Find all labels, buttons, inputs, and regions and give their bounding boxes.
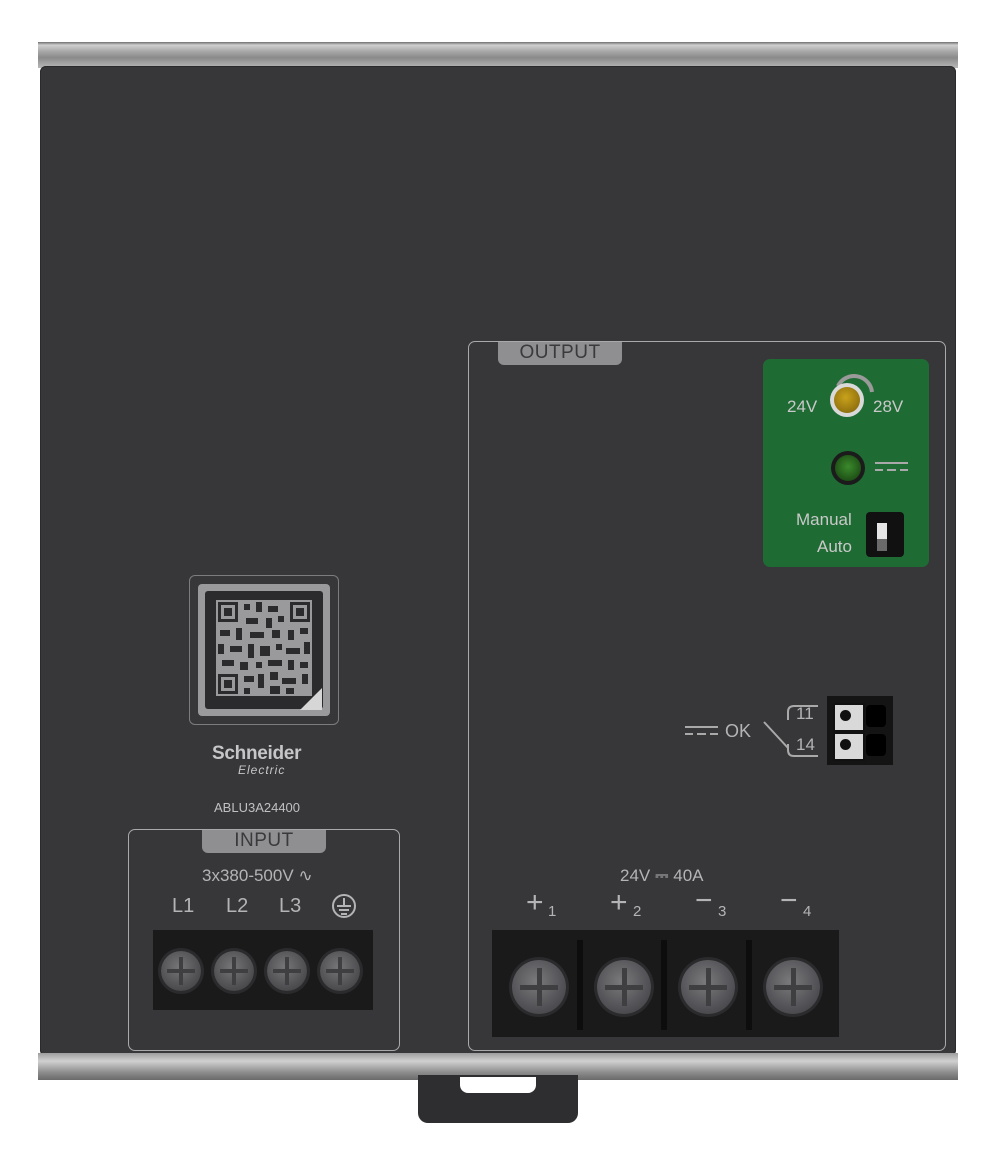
screw-slot-pe-v bbox=[338, 957, 342, 985]
switch-knob bbox=[877, 523, 887, 539]
relay-contact-symbol-icon bbox=[763, 705, 818, 757]
output-terminal-2-sign: + bbox=[610, 886, 628, 919]
out-screw-slot-1-v bbox=[537, 968, 542, 1006]
din-clip-slot bbox=[460, 1077, 536, 1093]
ok-label: OK bbox=[725, 721, 752, 741]
qr-code-frame bbox=[189, 575, 339, 725]
output-terminal-divider-2 bbox=[661, 940, 667, 1030]
relay-screw-14 bbox=[840, 739, 851, 750]
out-screw-slot-4-v bbox=[791, 968, 796, 1006]
adjust-arc-icon bbox=[836, 374, 874, 393]
relay-contact-11-label: 11 bbox=[796, 704, 814, 723]
dc-ok-led bbox=[831, 451, 865, 485]
output-section bbox=[468, 341, 946, 1051]
qr-corner-accent bbox=[300, 688, 322, 710]
output-terminal-1-sign: + bbox=[526, 886, 544, 919]
output-terminal-2-index: 2 bbox=[633, 903, 642, 920]
terminal-l1-label: L1 bbox=[172, 895, 195, 917]
protective-earth-icon bbox=[332, 894, 356, 918]
relay-screw-11 bbox=[840, 710, 851, 721]
voltage-adjust-min-label: 24V bbox=[787, 397, 818, 416]
output-terminal-3-sign: − bbox=[695, 884, 713, 917]
switch-slot bbox=[877, 539, 887, 551]
qr-code-icon[interactable] bbox=[216, 600, 312, 696]
din-rail-top bbox=[38, 42, 958, 68]
output-terminal-1-index: 1 bbox=[548, 903, 557, 920]
input-rating-label: 3x380-500V ∿ bbox=[202, 866, 313, 885]
ok-dc-symbol-icon bbox=[685, 726, 718, 735]
voltage-adjust-max-label: 28V bbox=[873, 397, 904, 416]
input-section bbox=[128, 829, 400, 1051]
out-screw-slot-2-v bbox=[622, 968, 627, 1006]
brand-logo: Schneider Electric bbox=[212, 743, 322, 777]
screw-slot-l3-v bbox=[285, 957, 289, 985]
dc-symbol-icon bbox=[875, 462, 908, 471]
output-terminal-divider-1 bbox=[577, 940, 583, 1030]
brand-name-line2: Electric bbox=[238, 763, 286, 777]
output-tab-label: OUTPUT bbox=[498, 342, 622, 365]
terminal-l3-label: L3 bbox=[279, 895, 302, 917]
terminal-l2-label: L2 bbox=[226, 895, 249, 917]
relay-contact-14-label: 14 bbox=[796, 735, 815, 754]
out-screw-slot-3-v bbox=[706, 968, 711, 1006]
input-tab-label: INPUT bbox=[202, 830, 326, 853]
output-terminal-4-index: 4 bbox=[803, 903, 812, 920]
output-terminal-4-sign: − bbox=[780, 884, 798, 917]
mode-manual-label: Manual bbox=[796, 510, 852, 529]
relay-release-14[interactable] bbox=[866, 734, 886, 756]
screw-slot-l1-v bbox=[179, 957, 183, 985]
mode-auto-label: Auto bbox=[817, 537, 852, 556]
output-rating-label: 24V ⎓ 40A bbox=[620, 866, 704, 885]
voltage-adjust-potentiometer[interactable] bbox=[830, 383, 864, 417]
model-number: ABLU3A24400 bbox=[214, 800, 301, 815]
output-terminal-divider-3 bbox=[746, 940, 752, 1030]
output-terminal-3-index: 3 bbox=[718, 903, 727, 920]
brand-name-line1: Schneider bbox=[212, 743, 302, 764]
screw-slot-l2-v bbox=[232, 957, 236, 985]
relay-release-11[interactable] bbox=[866, 705, 886, 727]
